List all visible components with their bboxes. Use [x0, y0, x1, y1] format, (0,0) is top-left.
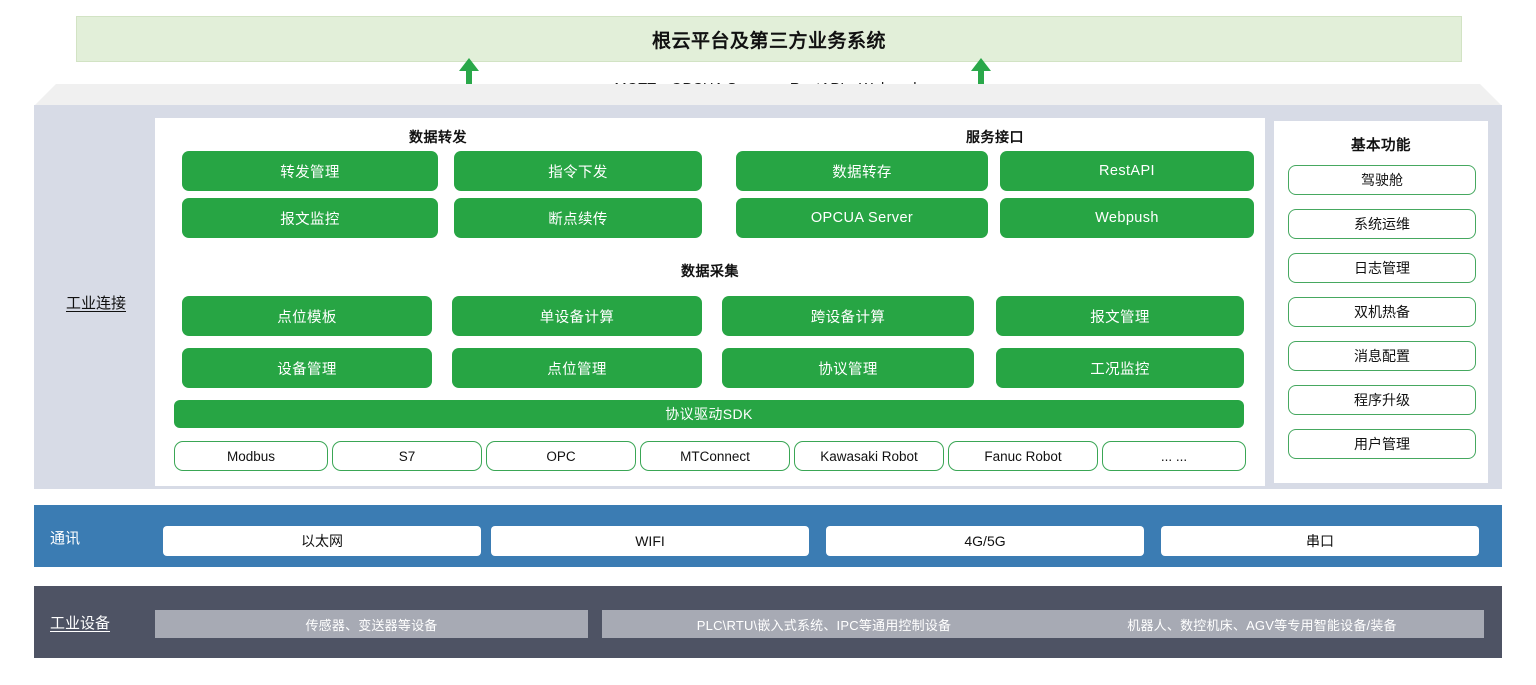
forward-button-2-label: 报文监控 [280, 211, 340, 228]
forward-button-2[interactable]: 报文监控 [182, 198, 438, 238]
protocol-chip-opc[interactable]: OPC [486, 441, 636, 471]
protocol-chip-kawasaki-robot[interactable]: Kawasaki Robot [794, 441, 944, 471]
service-button-0-label: 数据转存 [832, 164, 892, 181]
basic-function-log-management[interactable]: 日志管理 [1288, 253, 1476, 283]
service-button-2-label: OPCUA Server [810, 210, 914, 226]
collect-button-2[interactable]: 跨设备计算 [722, 296, 974, 336]
collect-button-2-label: 跨设备计算 [810, 309, 886, 326]
protocol-chip-s7[interactable]: S7 [332, 441, 482, 471]
comm-item-4g5g-label: 4G/5G [964, 533, 1006, 549]
device-item-controllers[interactable]: PLC\RTU\嵌入式系统、IPC等通用控制设备 [602, 610, 1046, 638]
service-button-3[interactable]: Webpush [1000, 198, 1254, 238]
platform-title: 根云平台及第三方业务系统 [651, 30, 886, 52]
protocol-chip-more[interactable]: ... ... [1102, 441, 1246, 471]
comm-item-serial-port[interactable]: 串口 [1161, 526, 1479, 556]
protocol-driver-sdk-label: 协议驱动SDK [665, 406, 753, 422]
collect-button-3-label: 报文管理 [1090, 309, 1150, 326]
basic-function-program-upgrade[interactable]: 程序升级 [1288, 385, 1476, 415]
basic-function-log-management-label: 日志管理 [1354, 260, 1410, 276]
basic-functions-title: 基本功能 [1351, 138, 1411, 154]
collect-button-6-label: 协议管理 [818, 361, 878, 378]
protocol-chip-kawasaki-robot-label: Kawasaki Robot [820, 448, 918, 464]
basic-function-system-ops-label: 系统运维 [1354, 216, 1410, 232]
forward-button-1-label: 指令下发 [548, 164, 608, 181]
protocol-chip-fanuc-robot[interactable]: Fanuc Robot [948, 441, 1098, 471]
comm-item-wifi-label: WIFI [635, 533, 665, 549]
basic-function-message-config[interactable]: 消息配置 [1288, 341, 1476, 371]
protocol-driver-sdk-bar[interactable]: 协议驱动SDK [174, 400, 1244, 428]
comm-item-4g5g[interactable]: 4G/5G [826, 526, 1144, 556]
collect-button-1[interactable]: 单设备计算 [452, 296, 702, 336]
collect-button-4-label: 设备管理 [277, 361, 337, 378]
device-item-sensors[interactable]: 传感器、变送器等设备 [155, 610, 588, 638]
protocol-chip-mtconnect-label: MTConnect [680, 448, 750, 464]
forward-button-0-label: 转发管理 [280, 164, 340, 181]
protocol-chip-mtconnect[interactable]: MTConnect [640, 441, 790, 471]
service-button-0[interactable]: 数据转存 [736, 151, 988, 191]
collect-button-7[interactable]: 工况监控 [996, 348, 1244, 388]
basic-function-hot-standby-label: 双机热备 [1354, 304, 1410, 320]
basic-function-hot-standby[interactable]: 双机热备 [1288, 297, 1476, 327]
collect-button-5[interactable]: 点位管理 [452, 348, 702, 388]
data-collection-card: 数据采集 点位模板 单设备计算 跨设备计算 报文管理 设备管理 点位管理 协议管… [158, 255, 1262, 483]
service-button-1[interactable]: RestAPI [1000, 151, 1254, 191]
communication-label: 通讯 [50, 530, 81, 547]
protocol-chip-modbus[interactable]: Modbus [174, 441, 328, 471]
basic-functions-panel: 基本功能 驾驶舱 系统运维 日志管理 双机热备 消息配置 程序升级 用户管理 [1274, 121, 1488, 483]
basic-function-cockpit-label: 驾驶舱 [1361, 172, 1403, 188]
device-item-sensors-label: 传感器、变送器等设备 [305, 617, 438, 633]
protocol-chip-fanuc-robot-label: Fanuc Robot [984, 448, 1062, 464]
device-item-controllers-label: PLC\RTU\嵌入式系统、IPC等通用控制设备 [696, 617, 952, 633]
platform-banner: 根云平台及第三方业务系统 [76, 16, 1462, 62]
protocol-chip-opc-label: OPC [546, 448, 576, 464]
comm-item-ethernet-label: 以太网 [301, 533, 343, 549]
device-item-smart-equipment[interactable]: 机器人、数控机床、AGV等专用智能设备/装备 [1040, 610, 1484, 638]
service-button-3-label: Webpush [1095, 210, 1159, 226]
comm-item-wifi[interactable]: WIFI [491, 526, 809, 556]
forward-button-1[interactable]: 指令下发 [454, 151, 702, 191]
collect-button-0-label: 点位模板 [277, 309, 337, 326]
slab-top-face [34, 84, 1502, 106]
data-collection-title: 数据采集 [681, 263, 739, 279]
collect-button-7-label: 工况监控 [1090, 361, 1150, 378]
collect-button-3[interactable]: 报文管理 [996, 296, 1244, 336]
basic-function-system-ops[interactable]: 系统运维 [1288, 209, 1476, 239]
data-forwarding-title: 数据转发 [409, 129, 467, 145]
collect-button-6[interactable]: 协议管理 [722, 348, 974, 388]
device-item-smart-equipment-label: 机器人、数控机床、AGV等专用智能设备/装备 [1127, 617, 1397, 633]
basic-function-user-management[interactable]: 用户管理 [1288, 429, 1476, 459]
protocol-chip-modbus-label: Modbus [226, 448, 276, 464]
service-button-2[interactable]: OPCUA Server [736, 198, 988, 238]
collect-button-1-label: 单设备计算 [539, 309, 615, 326]
data-forwarding-card: 数据转发 转发管理 指令下发 报文监控 断点续传 [158, 121, 718, 249]
basic-function-cockpit[interactable]: 驾驶舱 [1288, 165, 1476, 195]
basic-function-message-config-label: 消息配置 [1354, 348, 1410, 364]
basic-function-user-management-label: 用户管理 [1354, 436, 1410, 452]
comm-item-ethernet[interactable]: 以太网 [163, 526, 481, 556]
basic-function-program-upgrade-label: 程序升级 [1354, 392, 1410, 408]
service-interface-title: 服务接口 [966, 129, 1024, 145]
industrial-devices-label: 工业设备 [50, 615, 111, 632]
service-interface-card: 服务接口 数据转存 RestAPI OPCUA Server Webpush [728, 121, 1262, 249]
forward-button-3[interactable]: 断点续传 [454, 198, 702, 238]
service-button-1-label: RestAPI [1099, 163, 1155, 179]
protocol-chip-more-label: ... ... [1160, 448, 1188, 464]
comm-item-serial-port-label: 串口 [1306, 533, 1334, 549]
collect-button-0[interactable]: 点位模板 [182, 296, 432, 336]
protocol-chip-s7-label: S7 [398, 448, 416, 464]
collect-button-4[interactable]: 设备管理 [182, 348, 432, 388]
forward-button-0[interactable]: 转发管理 [182, 151, 438, 191]
forward-button-3-label: 断点续传 [548, 211, 608, 228]
industrial-connection-label: 工业连接 [65, 295, 126, 312]
collect-button-5-label: 点位管理 [547, 361, 607, 378]
